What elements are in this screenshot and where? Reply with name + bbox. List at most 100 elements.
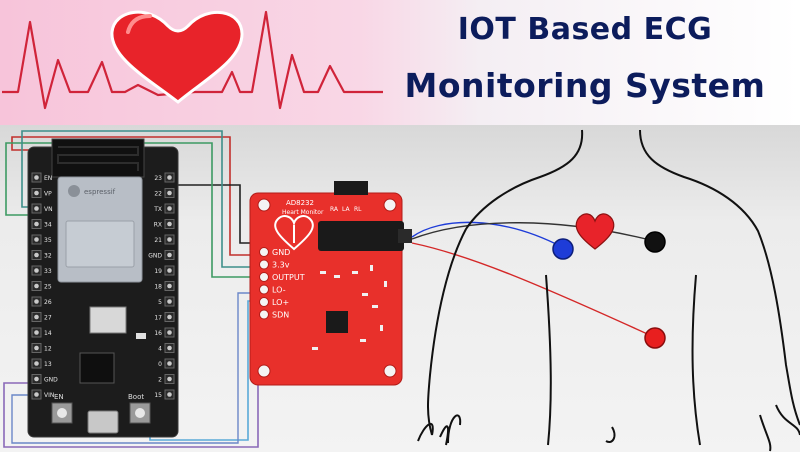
pin-label: 18	[154, 284, 162, 291]
pin-label: 25	[44, 284, 52, 291]
ad8232-pin-hole	[259, 284, 269, 295]
hand-right	[759, 404, 800, 452]
circuit-diagram: espressif ENVPVN34353233252627141213GNDV…	[3, 129, 800, 452]
ad8232-pin-hole	[259, 297, 269, 307]
wire-red	[11, 136, 262, 256]
module-logo-icon	[68, 185, 80, 197]
pin-label: 35	[44, 237, 52, 244]
pin-hole	[34, 237, 39, 242]
pin-hole	[167, 361, 172, 366]
lead-wire-blue	[411, 221, 563, 248]
body-outline	[427, 129, 800, 446]
heart-shine	[126, 14, 152, 34]
ad8232-pin-label: GND	[272, 248, 290, 257]
pin-header-right	[164, 172, 175, 400]
pin-label: 2	[158, 377, 162, 384]
electrode-black	[644, 231, 666, 253]
pin-hole	[34, 392, 39, 397]
pin-hole	[167, 330, 172, 335]
pin-hole	[167, 314, 172, 320]
pin-label: 34	[44, 222, 52, 229]
pin-label: 22	[154, 191, 162, 198]
title-line-2: Monitoring System	[404, 66, 766, 105]
side-label-rl: RL	[354, 206, 362, 213]
pin-label: 21	[154, 237, 162, 244]
chest-heart-icon	[575, 213, 615, 250]
title-line-1: IOT Based ECG	[457, 12, 713, 47]
heart-icon	[110, 10, 244, 104]
pin-label: 23	[154, 175, 162, 182]
electrode-blue	[552, 238, 574, 260]
ad8232-title: AD8232	[286, 199, 314, 207]
ad8232-pin-hole	[259, 272, 269, 282]
pin-label: RX	[154, 222, 162, 229]
pin-hole	[34, 268, 39, 273]
pin-label: 33	[44, 268, 52, 275]
pin-label: GND	[44, 377, 58, 384]
side-label-ra: RA	[330, 206, 339, 213]
pin-hole	[167, 376, 172, 382]
pin-hole	[34, 299, 39, 304]
micro-usb-port	[87, 410, 119, 434]
pin-hole	[167, 299, 172, 304]
ad8232-pin-hole	[259, 259, 269, 270]
pin-label: VP	[44, 191, 52, 198]
pin-hole	[34, 283, 39, 289]
pin-label: TX	[153, 206, 162, 213]
ad8232-pin-label: OUTPUT	[272, 273, 305, 282]
smd-components	[312, 265, 387, 350]
ecg-trace-icon	[2, 10, 383, 110]
pin-label: VIN	[44, 392, 54, 399]
pin-label: EN	[44, 175, 52, 182]
pin-hole	[34, 175, 39, 180]
pin-hole	[167, 221, 172, 227]
pin-hole	[167, 237, 172, 242]
pin-label: 16	[154, 330, 162, 337]
led-indicator	[136, 333, 146, 339]
electrode-red	[644, 327, 666, 349]
pin-label: 13	[44, 361, 52, 368]
ad8232-pin-hole	[259, 309, 269, 320]
wire-blue-bottom	[11, 292, 262, 444]
wire-teal	[21, 130, 262, 268]
pin-label: 5	[158, 299, 162, 306]
pin-label: 4	[158, 346, 162, 353]
pin-hole	[167, 283, 172, 289]
pin-hole	[34, 376, 39, 382]
pin-label: 27	[44, 315, 52, 322]
pin-hole	[167, 392, 172, 397]
navel	[605, 426, 616, 443]
pin-label: 26	[44, 299, 52, 306]
pin-hole	[34, 252, 39, 258]
pin-hole	[167, 206, 172, 211]
ad8232-board: AD8232 Heart Monitor RA LA RL GND3.3vOUT…	[249, 181, 412, 386]
pin-hole	[34, 361, 39, 366]
ad8232-pin-label: LO+	[272, 298, 289, 307]
module-logo-text: espressif	[84, 188, 116, 196]
pin-hole	[167, 190, 172, 196]
pin-label: 19	[154, 268, 162, 275]
pin-header-top	[334, 181, 368, 195]
heartbeat-graphic	[2, 10, 383, 110]
pin-hole	[167, 268, 172, 273]
ad8232-subtitle: Heart Monitor	[282, 209, 324, 216]
pin-label: 32	[44, 253, 52, 260]
pin-label: 15	[154, 392, 162, 399]
lead-wire-red	[411, 242, 655, 338]
side-label-la: LA	[342, 206, 350, 213]
pin-label: GND	[148, 253, 162, 260]
pin-hole	[167, 175, 172, 180]
ad8232-pin-hole	[259, 247, 269, 257]
hand-left	[417, 414, 462, 446]
pin-hole	[34, 330, 39, 335]
antenna-trace	[57, 146, 139, 171]
ecg-chip	[326, 311, 348, 333]
pin-hole	[34, 190, 39, 196]
lead-wire-black	[411, 222, 655, 242]
audio-jack	[318, 221, 404, 251]
pin-label: 17	[154, 315, 162, 322]
